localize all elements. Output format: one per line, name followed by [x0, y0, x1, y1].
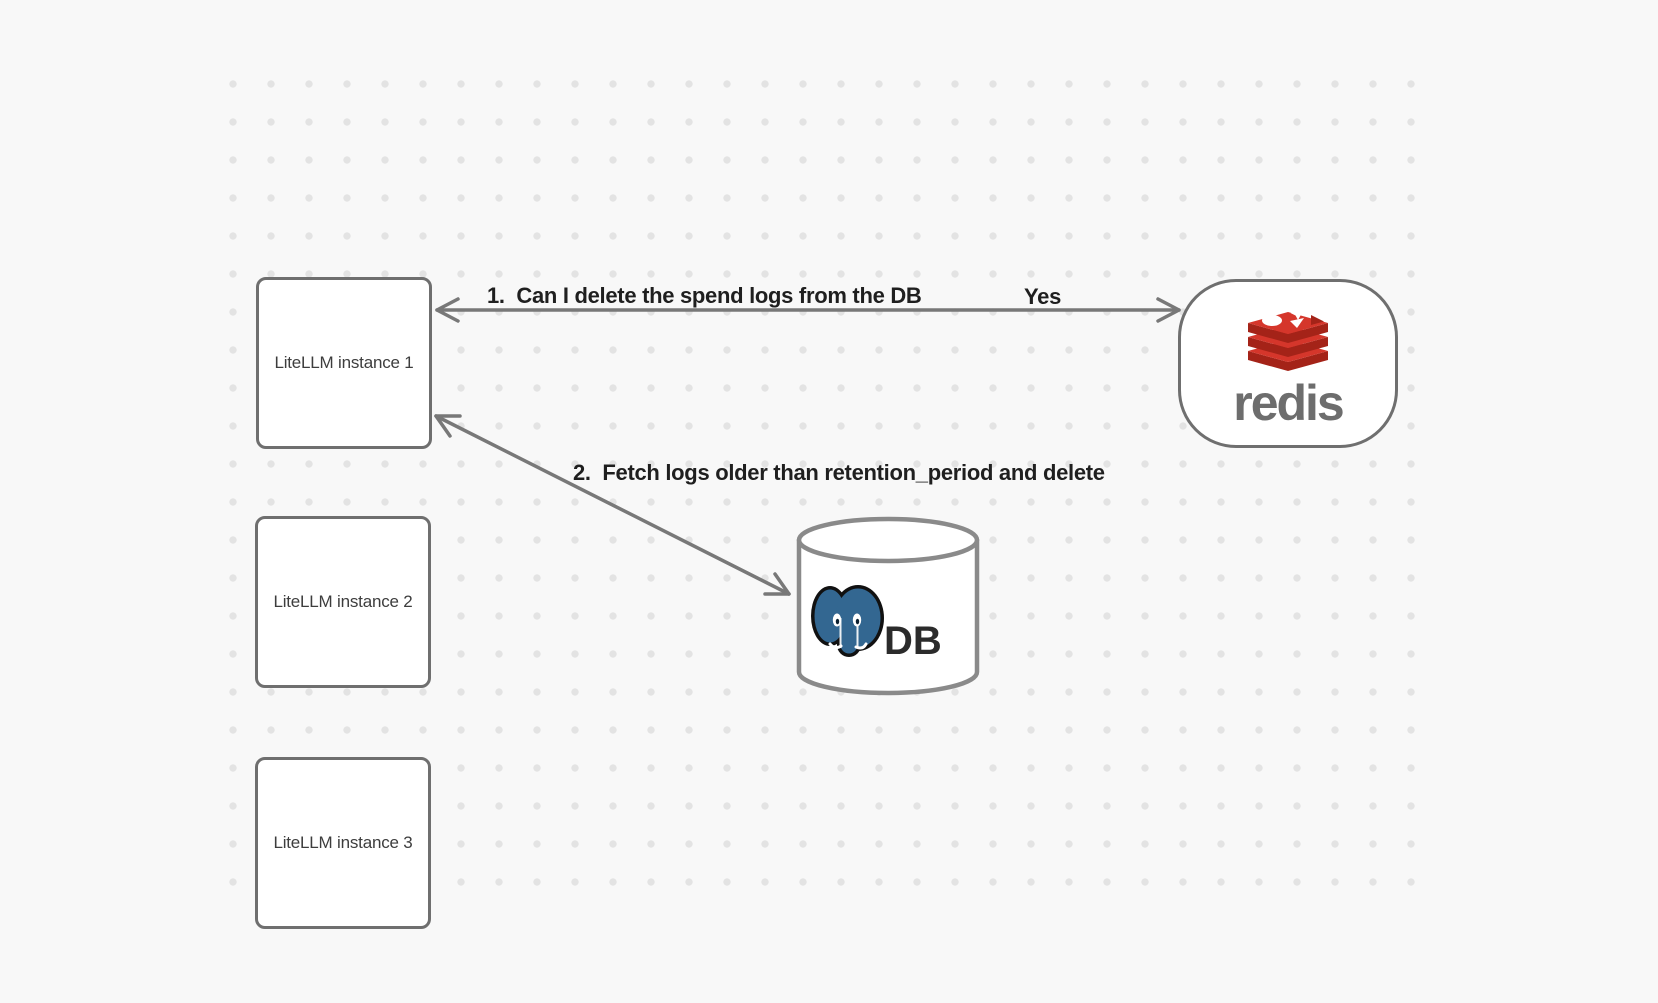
db-label: DB	[884, 619, 942, 663]
arrow-2-label[interactable]: 2. Fetch logs older than retention_perio…	[573, 460, 1105, 485]
litellm-instance-3-box[interactable]: LiteLLM instance 3	[255, 757, 431, 929]
db-cylinder-side-stroke	[796, 537, 980, 696]
litellm-instance-1-label: LiteLLM instance 1	[274, 353, 414, 372]
postgresql-icon	[811, 585, 884, 657]
arrow-litellm-to-db[interactable]	[434, 414, 791, 596]
db-cylinder-top-stroke	[796, 516, 980, 564]
db-cylinder[interactable]: DB	[796, 516, 980, 696]
redis-node[interactable]: redis	[1178, 279, 1398, 448]
arrowhead-downright-icon	[763, 572, 791, 596]
arrowhead-left-icon	[435, 297, 460, 323]
arrow-2-line[interactable]	[434, 414, 791, 596]
arrowhead-right-icon	[1156, 297, 1181, 323]
redis-logo-icon	[1248, 306, 1328, 371]
litellm-instance-2-box[interactable]: LiteLLM instance 2	[255, 516, 431, 688]
arrowhead-upleft-icon	[434, 414, 462, 438]
arrow-1-label[interactable]: 1. Can I delete the spend logs from the …	[487, 283, 922, 308]
litellm-instance-1-box[interactable]: LiteLLM instance 1	[256, 277, 432, 449]
redis-wordmark: redis	[1233, 375, 1345, 431]
litellm-instance-2-label: LiteLLM instance 2	[273, 592, 413, 611]
arrow-redis-to-litellm[interactable]	[435, 297, 1181, 323]
litellm-instance-3-label: LiteLLM instance 3	[273, 833, 413, 852]
arrow-1-response-label[interactable]: Yes	[1024, 284, 1062, 309]
